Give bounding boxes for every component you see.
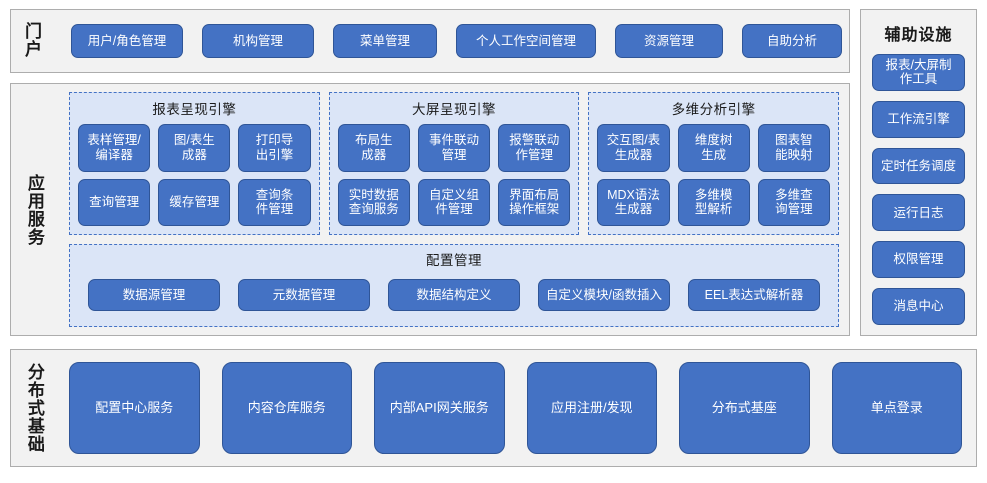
engine1-button-query-condition-management[interactable]: 查询条 件管理 <box>238 178 311 226</box>
portal-button-resource-management[interactable]: 资源管理 <box>615 24 723 58</box>
base-button-content-repository-service[interactable]: 内容仓库服务 <box>221 362 352 454</box>
multidimensional-analysis-engine-box: 多维分析引擎 交互图/表 生成器 维度树 生成 图表智 能映射 MDX语法 生成… <box>588 92 840 235</box>
large-screen-rendering-engine-box: 大屏呈现引擎 布局生 成器 事件联动 管理 报警联动 作管理 实时数据 查询服务… <box>328 92 580 235</box>
distributed-foundation-button-row: 配置中心服务 内容仓库服务 内部API网关服务 应用注册/发现 分布式基座 单点… <box>69 362 962 454</box>
engine1-button-cache-management[interactable]: 缓存管理 <box>158 178 231 226</box>
multidimensional-analysis-engine-grid: 交互图/表 生成器 维度树 生成 图表智 能映射 MDX语法 生成器 多维模 型… <box>597 124 831 226</box>
engine3-button-chart-intelligent-mapping[interactable]: 图表智 能映射 <box>757 124 831 172</box>
config-button-datasource-management[interactable]: 数据源管理 <box>88 279 220 311</box>
distributed-foundation-section: 分布式基础 配置中心服务 内容仓库服务 内部API网关服务 应用注册/发现 分布… <box>10 349 977 467</box>
portal-section-label: 门 户 <box>11 10 57 72</box>
engine2-button-layout-generator[interactable]: 布局生 成器 <box>337 124 410 172</box>
application-services-content: 报表呈现引擎 表样管理/ 编译器 图/表生 成器 打印导 出引擎 查询管理 缓存… <box>69 92 840 327</box>
engine2-button-alarm-linkage-action-management[interactable]: 报警联动 作管理 <box>498 124 571 172</box>
base-button-internal-api-gateway-service[interactable]: 内部API网关服务 <box>374 362 505 454</box>
engine1-button-query-management[interactable]: 查询管理 <box>78 178 151 226</box>
portal-section-label-char-2: 户 <box>25 40 43 59</box>
engine2-button-event-linkage-management[interactable]: 事件联动 管理 <box>417 124 491 172</box>
portal-section: 门 户 用户/角色管理 机构管理 菜单管理 个人工作空间管理 资源管理 自助分析 <box>10 9 850 73</box>
multidimensional-analysis-engine-title: 多维分析引擎 <box>671 102 756 117</box>
auxiliary-facilities-section: 辅助设施 报表/大屏制 作工具 工作流引擎 定时任务调度 运行日志 权限管理 消… <box>860 9 977 336</box>
engine3-button-interactive-chart-table-generator[interactable]: 交互图/表 生成器 <box>597 124 670 172</box>
engine3-button-multidimensional-query-management[interactable]: 多维查 询管理 <box>757 178 831 226</box>
aux-button-message-center[interactable]: 消息中心 <box>872 288 965 325</box>
aux-button-workflow-engine[interactable]: 工作流引擎 <box>872 100 965 138</box>
aux-button-report-screen-design-tool[interactable]: 报表/大屏制 作工具 <box>872 54 965 91</box>
engine2-button-ui-layout-operation-framework[interactable]: 界面布局 操作框架 <box>498 178 571 226</box>
application-services-section-label: 应用服务 <box>24 173 44 246</box>
configuration-management-box: 配置管理 数据源管理 元数据管理 数据结构定义 自定义模块/函数插入 EEL表达… <box>69 244 839 327</box>
base-button-app-registration-discovery[interactable]: 应用注册/发现 <box>526 362 657 454</box>
engine1-button-template-management-compiler[interactable]: 表样管理/ 编译器 <box>78 124 151 172</box>
portal-button-self-service-analysis[interactable]: 自助分析 <box>742 24 842 58</box>
application-services-section: 应用服务 报表呈现引擎 表样管理/ 编译器 图/表生 成器 打印导 出引擎 查询… <box>10 83 850 336</box>
portal-button-personal-workspace-management[interactable]: 个人工作空间管理 <box>456 24 596 58</box>
aux-button-permission-management[interactable]: 权限管理 <box>872 241 965 279</box>
auxiliary-button-column: 报表/大屏制 作工具 工作流引擎 定时任务调度 运行日志 权限管理 消息中心 <box>872 54 965 325</box>
report-rendering-engine-box: 报表呈现引擎 表样管理/ 编译器 图/表生 成器 打印导 出引擎 查询管理 缓存… <box>69 92 320 235</box>
portal-button-row: 用户/角色管理 机构管理 菜单管理 个人工作空间管理 资源管理 自助分析 <box>71 10 842 72</box>
engine1-button-print-export-engine[interactable]: 打印导 出引擎 <box>238 124 311 172</box>
base-button-distributed-base[interactable]: 分布式基座 <box>679 362 810 454</box>
engines-row: 报表呈现引擎 表样管理/ 编译器 图/表生 成器 打印导 出引擎 查询管理 缓存… <box>69 92 840 235</box>
base-button-config-center-service[interactable]: 配置中心服务 <box>69 362 200 454</box>
base-button-single-sign-on[interactable]: 单点登录 <box>831 362 962 454</box>
engine1-button-chart-table-generator[interactable]: 图/表生 成器 <box>158 124 231 172</box>
report-rendering-engine-grid: 表样管理/ 编译器 图/表生 成器 打印导 出引擎 查询管理 缓存管理 查询条 … <box>78 124 311 226</box>
portal-section-label-char-1: 门 <box>25 22 43 42</box>
aux-button-runtime-logs[interactable]: 运行日志 <box>872 194 965 232</box>
config-button-data-structure-definition[interactable]: 数据结构定义 <box>388 279 520 311</box>
distributed-foundation-section-label: 分布式基础 <box>24 363 44 453</box>
configuration-management-title: 配置管理 <box>426 253 482 268</box>
engine2-button-custom-component-management[interactable]: 自定义组 件管理 <box>417 178 491 226</box>
report-rendering-engine-title: 报表呈现引擎 <box>152 102 237 117</box>
config-button-eel-expression-parser[interactable]: EEL表达式解析器 <box>688 279 820 311</box>
engine3-button-dimension-tree-generation[interactable]: 维度树 生成 <box>677 124 750 172</box>
portal-button-menu-management[interactable]: 菜单管理 <box>333 24 437 58</box>
auxiliary-facilities-title: 辅助设施 <box>884 27 953 44</box>
engine3-button-multidimensional-model-parsing[interactable]: 多维模 型解析 <box>677 178 750 226</box>
portal-button-org-management[interactable]: 机构管理 <box>202 24 314 58</box>
portal-button-user-role-management[interactable]: 用户/角色管理 <box>71 24 183 58</box>
config-button-custom-module-function-insert[interactable]: 自定义模块/函数插入 <box>538 279 670 311</box>
engine2-button-realtime-data-query-service[interactable]: 实时数据 查询服务 <box>337 178 410 226</box>
configuration-button-row: 数据源管理 元数据管理 数据结构定义 自定义模块/函数插入 EEL表达式解析器 <box>80 274 828 318</box>
large-screen-rendering-engine-grid: 布局生 成器 事件联动 管理 报警联动 作管理 实时数据 查询服务 自定义组 件… <box>337 124 571 226</box>
aux-button-scheduled-task-scheduler[interactable]: 定时任务调度 <box>872 147 965 185</box>
large-screen-rendering-engine-title: 大屏呈现引擎 <box>412 102 496 117</box>
engine3-button-mdx-syntax-generator[interactable]: MDX语法 生成器 <box>597 178 670 226</box>
config-button-metadata-management[interactable]: 元数据管理 <box>238 279 370 311</box>
